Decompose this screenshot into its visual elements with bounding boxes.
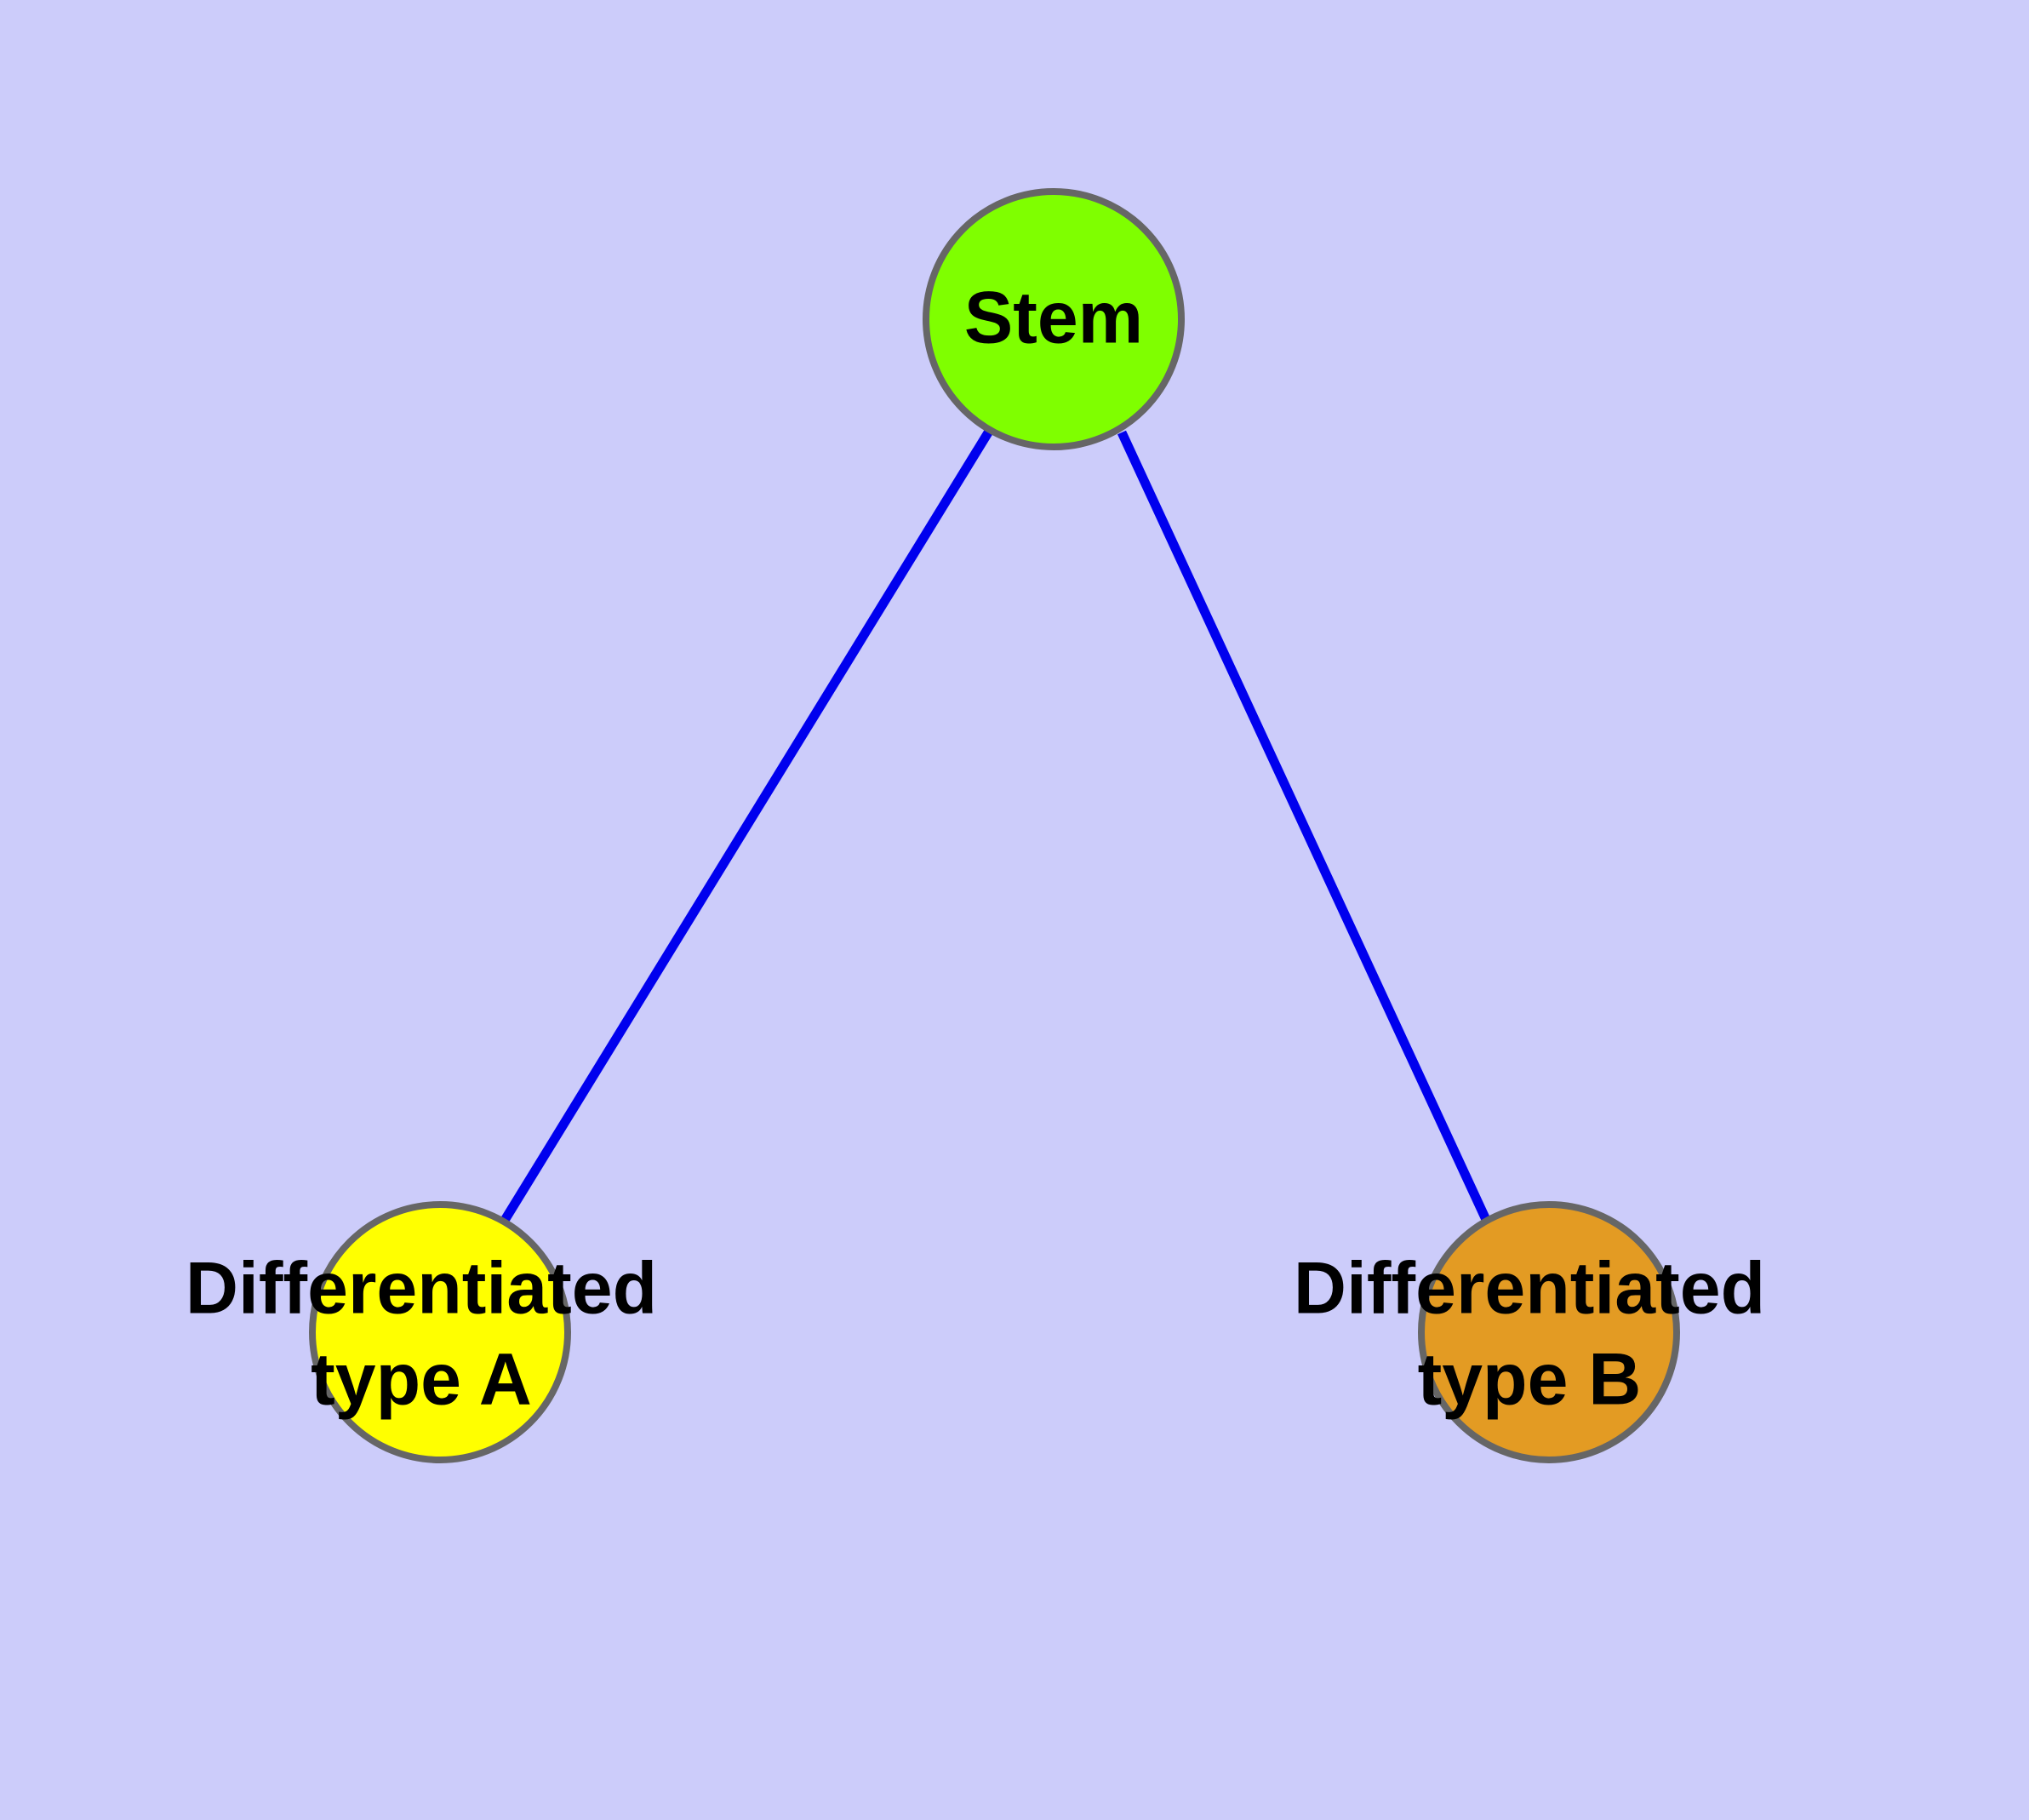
- node-differentiated-type-b-circle[interactable]: [1418, 1201, 1680, 1463]
- node-differentiated-type-b[interactable]: Differentiated type B: [1294, 1201, 1765, 1463]
- edge-stem-to-differentiated-type-b[interactable]: [1117, 430, 1492, 1226]
- node-differentiated-type-a[interactable]: Differentiated type A: [186, 1201, 657, 1463]
- node-differentiated-type-a-label-line-1: Differentiated: [186, 1248, 657, 1330]
- edge-layer: [500, 427, 1492, 1226]
- edge-stem-to-differentiated-type-a[interactable]: [500, 427, 994, 1224]
- node-differentiated-type-b-label-line-2: type B: [1418, 1339, 1642, 1421]
- node-stem[interactable]: Stem: [923, 188, 1185, 450]
- node-differentiated-type-a-label-line-2: type A: [311, 1339, 532, 1421]
- node-stem-circle[interactable]: [923, 188, 1185, 450]
- node-differentiated-type-b-label-line-1: Differentiated: [1294, 1248, 1765, 1330]
- node-stem-label-line-1: Stem: [964, 278, 1143, 359]
- node-differentiated-type-a-circle[interactable]: [309, 1201, 571, 1463]
